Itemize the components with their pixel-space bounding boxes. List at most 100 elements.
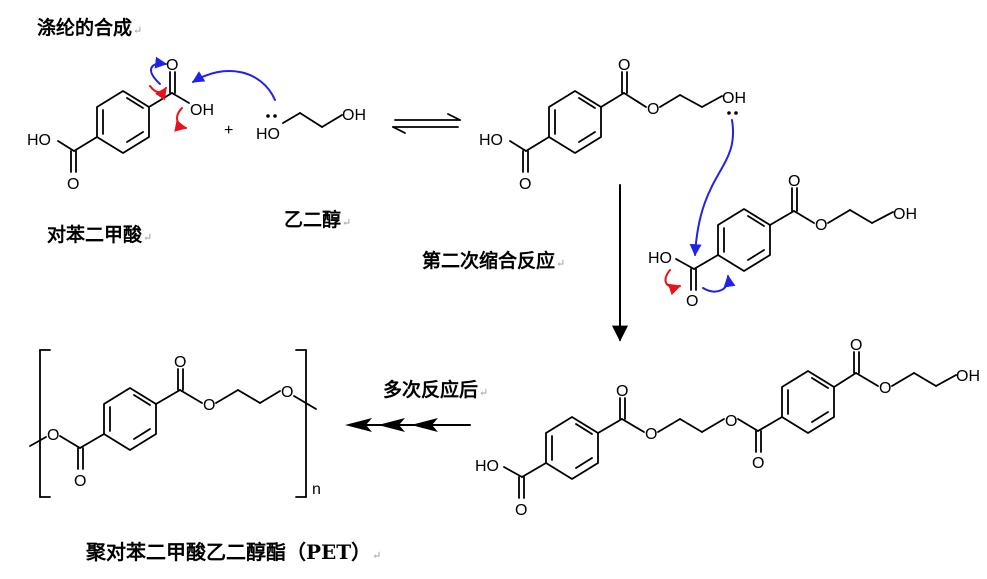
bond	[935, 374, 957, 387]
bond	[623, 92, 647, 108]
bond	[600, 92, 625, 108]
atom-hydroxyl: HO	[256, 126, 280, 143]
bond	[503, 466, 523, 478]
ring-double-bond	[575, 423, 593, 435]
plus-sign: +	[224, 122, 233, 139]
lone-pair-dot	[273, 114, 277, 118]
ring-double-bond	[133, 394, 151, 406]
ring-double-bond	[575, 457, 593, 469]
electron-arrows-step1	[149, 56, 276, 132]
monoester-structure: O O OH HO O	[479, 57, 746, 193]
bond	[913, 372, 937, 387]
bond	[657, 418, 681, 433]
blue-curved-arrow	[150, 56, 168, 85]
bond	[675, 258, 695, 270]
benzene-ring	[548, 90, 602, 154]
bond	[849, 209, 873, 224]
atom-hydroxyl: OH	[956, 368, 980, 385]
blue-curved-arrow	[191, 70, 276, 101]
atom-oxygen: O	[752, 455, 764, 472]
bond	[891, 372, 915, 387]
bond	[148, 92, 173, 108]
atom-oxygen: O	[166, 57, 178, 74]
atom-oxygen: O	[879, 380, 891, 397]
bond	[855, 372, 879, 387]
terephthalic-acid-structure: O OH HO O	[27, 57, 214, 193]
bond	[679, 418, 703, 433]
atom-hydroxyl: HO	[479, 132, 503, 149]
atom-oxygen: O	[519, 176, 531, 193]
repeat-index: n	[312, 481, 321, 498]
atom-oxygen: O	[850, 337, 862, 354]
red-curved-arrow	[174, 107, 188, 132]
bond	[833, 372, 857, 388]
bond	[259, 390, 281, 404]
ethylene-glycol-structure: HO OH	[256, 107, 366, 143]
atom-hydroxyl: HO	[475, 458, 499, 475]
bond	[827, 209, 851, 224]
ring-double-bond	[811, 377, 829, 389]
atom-oxygen: O	[725, 413, 737, 430]
atom-oxygen: O	[74, 473, 86, 490]
bond	[179, 389, 203, 404]
bond	[155, 389, 181, 405]
lone-pair-dot	[266, 114, 270, 118]
bond	[29, 436, 47, 447]
bond	[293, 395, 317, 410]
bond	[693, 254, 719, 270]
red-curved-arrow	[664, 269, 682, 296]
bond	[282, 112, 301, 124]
bond	[871, 211, 894, 224]
ring-double-bond	[811, 411, 829, 423]
benzene-ring	[717, 208, 771, 272]
bond	[659, 94, 681, 108]
bond	[59, 435, 81, 449]
atom-oxygen: O	[67, 176, 79, 193]
atom-hydroxyl: OH	[893, 206, 917, 223]
ring-double-bond	[126, 97, 144, 109]
bond	[521, 462, 547, 478]
atom-oxygen: O	[618, 57, 630, 74]
ring-double-bond	[747, 249, 765, 261]
ring-double-bond	[133, 428, 151, 440]
atom-oxygen: O	[47, 427, 59, 444]
dimer-structure: O O O O O O OH HO O	[475, 337, 980, 519]
benzene-ring	[545, 416, 599, 480]
terephthalic-acid-label: 对苯二甲酸↵	[47, 224, 153, 246]
bond	[701, 95, 723, 108]
pet-structure: n O O O O O	[29, 349, 321, 498]
ring-double-bond	[578, 97, 596, 109]
atom-oxygen: O	[616, 383, 628, 400]
atom-oxygen: O	[815, 217, 827, 234]
bond	[215, 389, 239, 404]
bond	[57, 140, 75, 152]
ring-double-bond	[126, 131, 144, 143]
atom-oxygen: O	[788, 173, 800, 190]
bond	[299, 112, 323, 128]
lone-pair-dot	[734, 111, 738, 115]
atom-hydroxyl: OH	[190, 102, 214, 119]
bond	[793, 210, 815, 224]
red-curved-arrow	[149, 85, 167, 101]
atom-hydroxyl: HO	[648, 250, 672, 267]
blue-curved-arrow	[689, 119, 735, 257]
diagram-title: 涤纶的合成↵	[37, 17, 143, 39]
bond	[757, 416, 783, 432]
benzene-ring	[781, 370, 835, 434]
bond	[737, 418, 759, 432]
repeated-reaction-arrow	[345, 418, 471, 432]
atom-oxygen: O	[686, 293, 698, 310]
ethylene-glycol-label: 乙二醇↵	[284, 209, 352, 231]
atom-oxygen: O	[645, 426, 657, 443]
bond	[509, 140, 527, 152]
blue-curved-arrow	[702, 274, 736, 293]
atom-oxygen: O	[515, 502, 527, 519]
atom-oxygen: O	[203, 397, 215, 414]
bond	[171, 92, 190, 104]
atom-hydroxyl: OH	[342, 107, 366, 124]
second-monoester-structure: O O OH HO O	[648, 173, 917, 310]
bond	[621, 418, 645, 433]
benzene-ring	[96, 90, 150, 154]
